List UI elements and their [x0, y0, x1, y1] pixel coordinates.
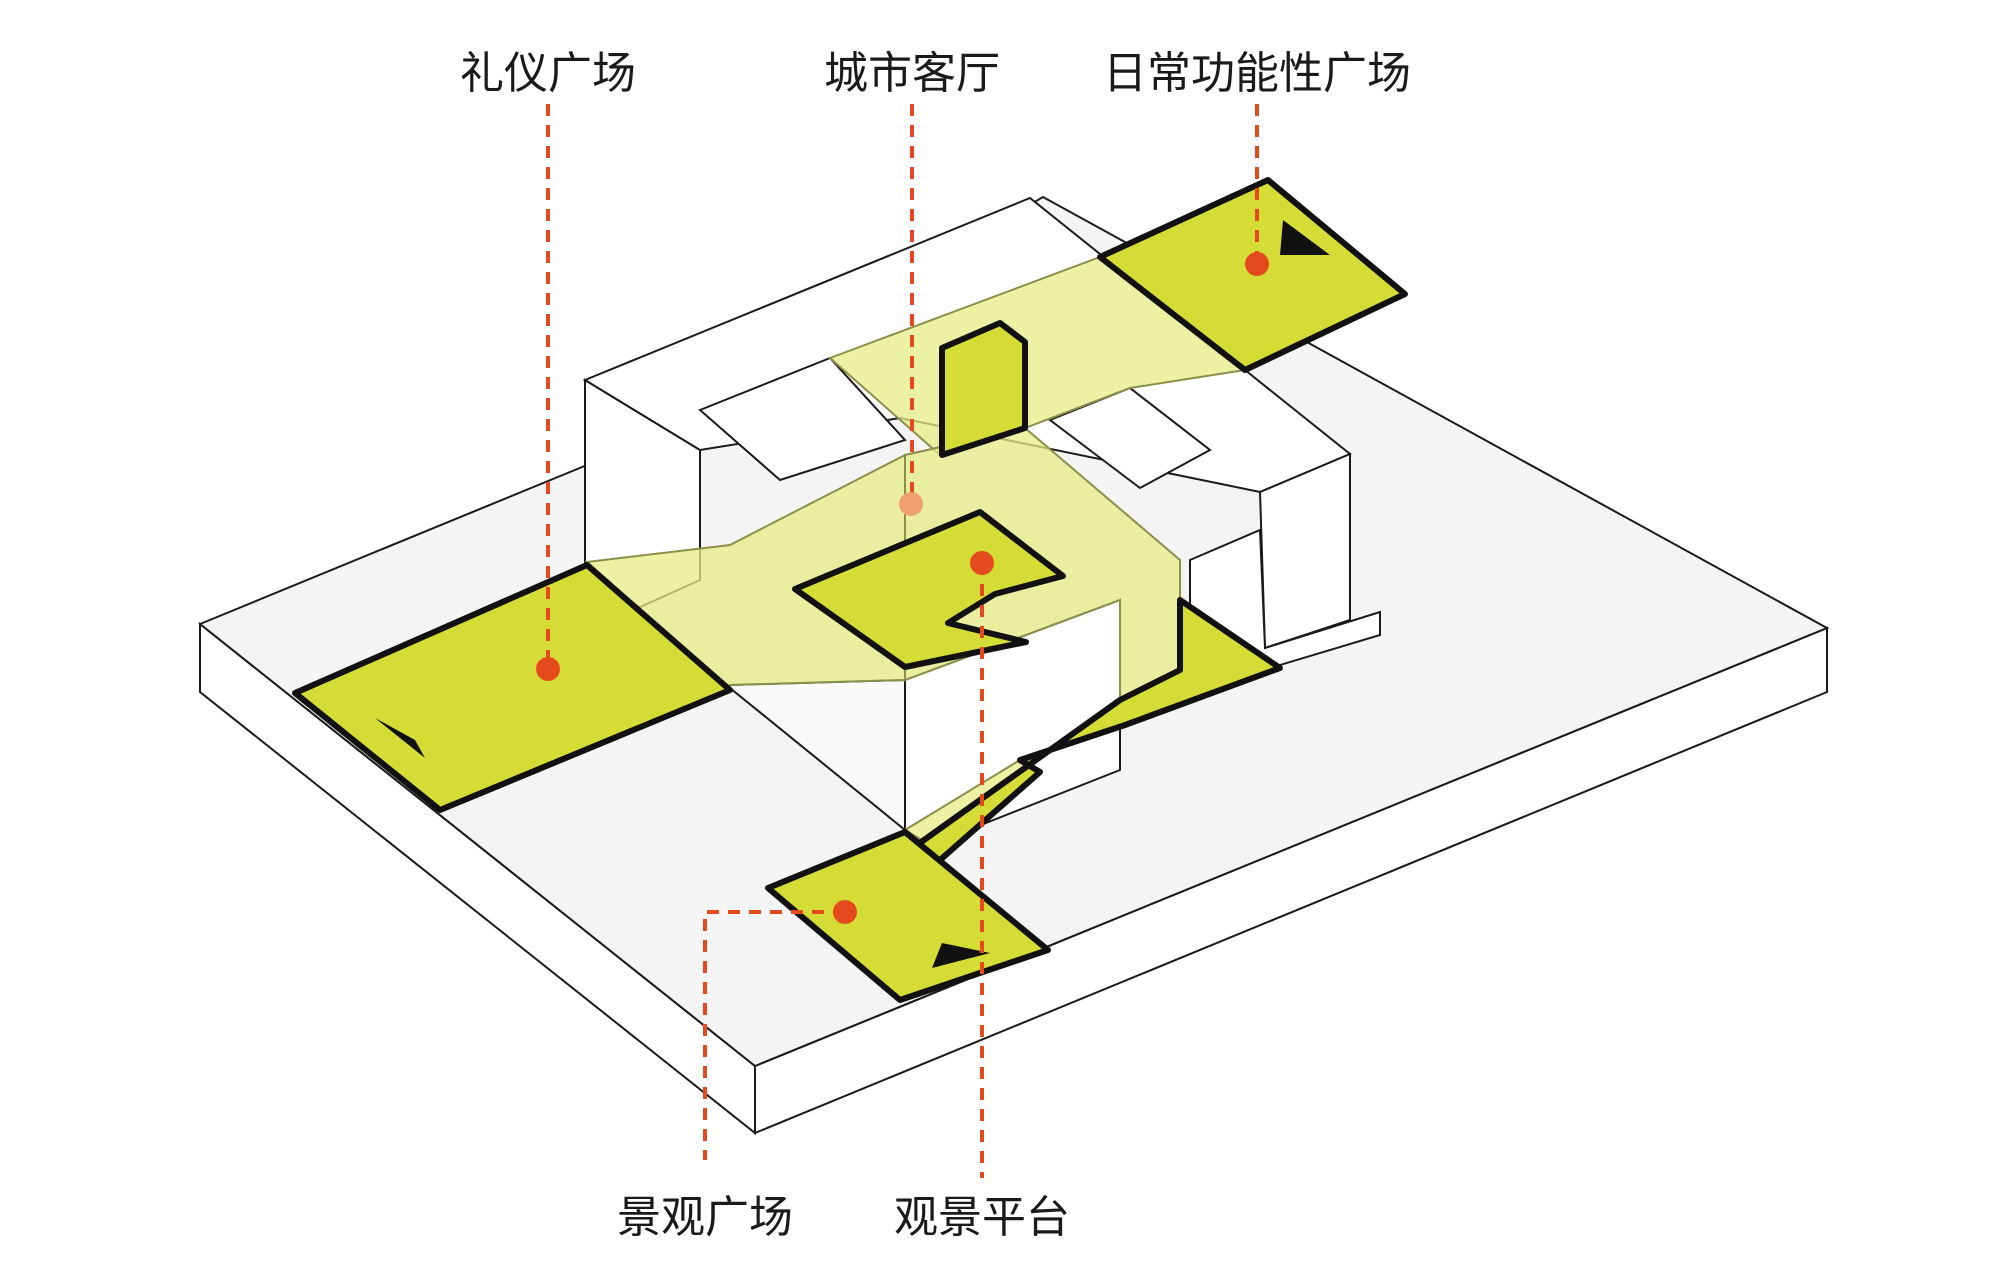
leader-landscape	[703, 910, 845, 1160]
dot-city-living-room	[899, 492, 923, 516]
plazas	[292, 177, 1408, 1003]
leader-dots	[536, 252, 1269, 924]
label-landscape-plaza: 景观广场	[617, 1192, 793, 1243]
dot-daily-functional	[1245, 252, 1269, 276]
dot-viewing-platform	[970, 551, 994, 575]
direction-triangle-icon	[1280, 220, 1330, 255]
upper-stair-plaza	[939, 320, 1028, 458]
label-daily-functional-plaza: 日常功能性广场	[1103, 48, 1411, 99]
ceremonial-plaza-surface	[292, 562, 733, 813]
label-city-living-room: 城市客厅	[824, 48, 1000, 99]
label-ceremonial-plaza: 礼仪广场	[460, 48, 636, 99]
direction-markers	[375, 220, 1330, 968]
dot-ceremonial	[536, 657, 560, 681]
labels: 礼仪广场 城市客厅 日常功能性广场 景观广场 观景平台	[460, 48, 1411, 1243]
label-viewing-platform: 观景平台	[894, 1192, 1070, 1243]
leader-lines	[546, 104, 1259, 1178]
landscape-plaza-surface	[765, 829, 1051, 1003]
roof-court-left	[698, 356, 907, 482]
direction-triangle-icon	[932, 943, 990, 968]
viewing-platform-surface	[792, 509, 1066, 670]
dot-landscape	[833, 900, 857, 924]
direction-triangle-icon	[375, 718, 425, 758]
